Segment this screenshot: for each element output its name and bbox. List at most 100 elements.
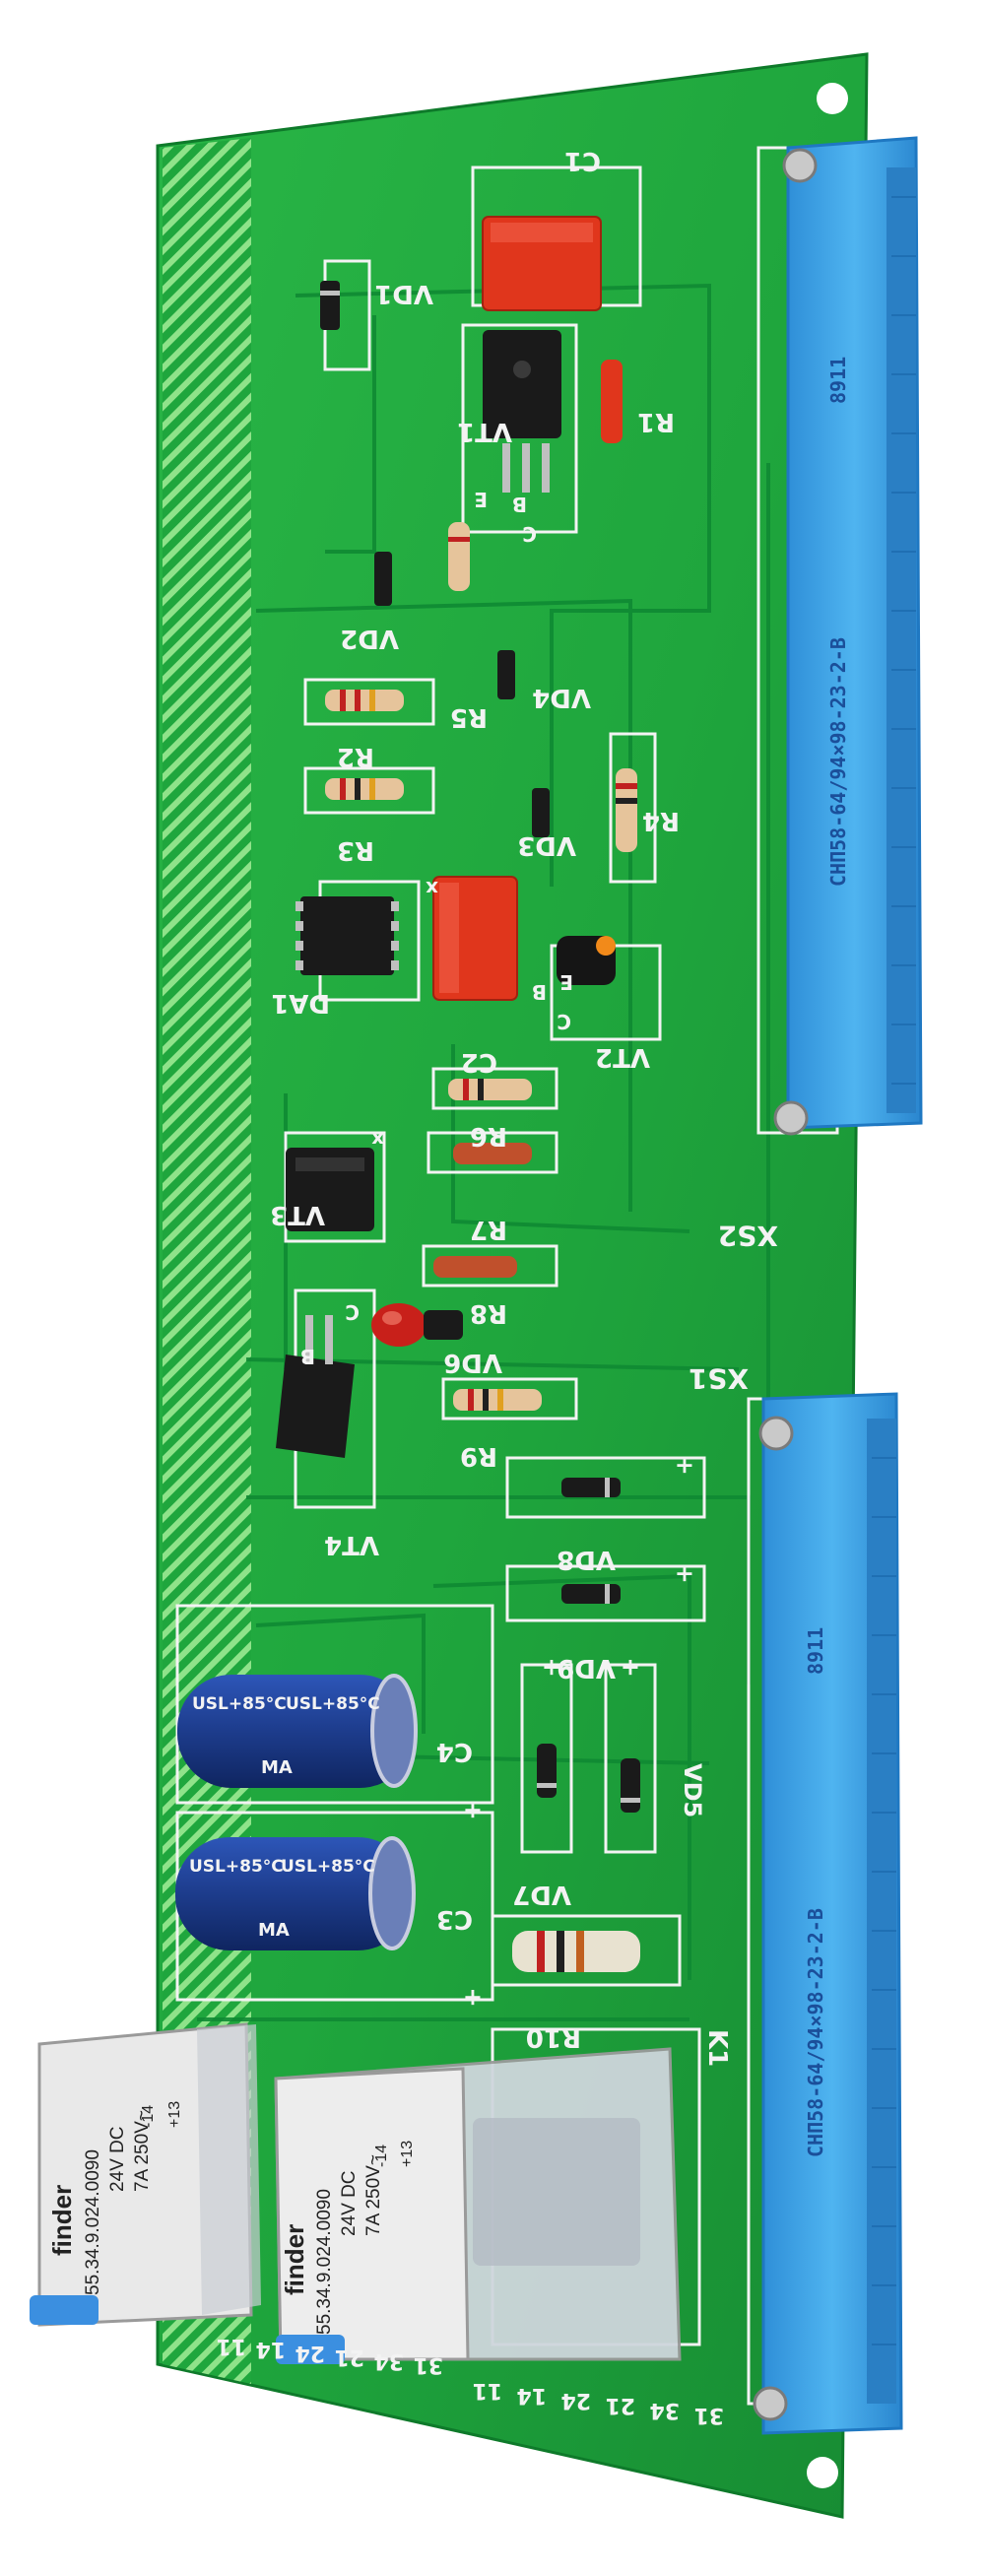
label-vt4: VT4: [324, 1530, 379, 1559]
transistor-vt1: [483, 330, 561, 493]
label-xs2: XS2: [718, 1220, 778, 1252]
pin-mark-e-vt2: E: [559, 970, 573, 994]
resistors: [325, 360, 640, 1972]
resistor-r6: [448, 1079, 532, 1100]
capacitor-c1: [482, 216, 602, 311]
xs2-date-label: 8911: [826, 357, 850, 404]
label-r3: R3: [337, 835, 374, 865]
label-vd1: VD1: [374, 279, 433, 308]
resistor-vd-r: [448, 522, 470, 591]
relay-right-brand: finder: [280, 2224, 309, 2295]
electrolytic-c4: USL+85°C USL+85°C MA: [177, 1674, 418, 1788]
pin-mark-plus-2: +: [675, 1560, 694, 1588]
label-vt1: VT1: [457, 417, 512, 446]
relay-right-rating: 7A 250V~: [363, 2154, 384, 2236]
relay-right-code-a: +13: [399, 2141, 416, 2167]
resistor-r9: [453, 1389, 542, 1411]
transistor-vt3: [286, 1148, 374, 1231]
c4-marking-2: USL+85°C: [286, 1694, 380, 1714]
pin-mark-b-vt2: B: [532, 980, 547, 1004]
c4-brand: MA: [261, 1757, 293, 1778]
diode-vd5: [621, 1758, 640, 1813]
relay-left: 7A 250V~ 24V DC 55.34.9.024.0090 finder …: [30, 2022, 261, 2327]
mount-hole-bottom: [807, 2457, 838, 2488]
relay-pin-labels-left: 11 14 24 21 34 31: [216, 2334, 443, 2377]
relay-pin-labels-right: 11 14 24 21 34 31: [472, 2378, 724, 2427]
pin-31-left: 31: [413, 2352, 443, 2377]
label-vd5: VD5: [679, 1763, 706, 1817]
label-r7: R7: [470, 1215, 507, 1244]
pin-mark-c: C: [522, 522, 537, 546]
label-c2: C2: [461, 1047, 497, 1077]
diode-vd8-a: [561, 1478, 621, 1497]
diode-vd7: [537, 1744, 557, 1798]
connector-xs2: СНП58-64/94×98-23-2-В 8911: [773, 136, 923, 1136]
relay-left-code-b: -14: [140, 2105, 157, 2128]
label-da1: DA1: [271, 988, 330, 1018]
label-vd4: VD4: [532, 683, 591, 712]
label-r1: R1: [637, 407, 675, 436]
relay-right-code-b: -14: [373, 2145, 390, 2167]
transistor-vt4: [276, 1315, 355, 1458]
label-c3: C3: [436, 1904, 473, 1934]
diodes: [320, 281, 640, 1813]
pin-24-right: 24: [560, 2388, 591, 2412]
label-vd7: VD7: [512, 1880, 571, 1909]
diode-vd3: [532, 788, 550, 837]
resistor-r4: [616, 768, 637, 852]
label-k1: K1: [702, 2029, 732, 2067]
label-xs1: XS1: [689, 1362, 749, 1395]
resistor-r10: [512, 1931, 640, 1972]
relay-right-coil: 24V DC: [339, 2170, 360, 2236]
screw-icon: [782, 148, 818, 183]
label-c1: C1: [564, 146, 601, 175]
pin-mark-b: B: [512, 493, 527, 516]
label-r10: R10: [526, 2022, 581, 2052]
xs1-model-label: СНП58-64/94×98-23-2-В: [804, 1908, 827, 2157]
led-vd6: [371, 1303, 463, 1347]
label-vd6: VD6: [443, 1348, 502, 1377]
relay-left-rating: 7A 250V~: [132, 2110, 153, 2192]
pin-mark-plus-5: +: [463, 1797, 483, 1824]
pin-mark-c-vt4: C: [345, 1300, 360, 1324]
pin-marks: B C E E B C x x C B + + + + + +: [300, 488, 694, 2012]
label-r4: R4: [642, 806, 680, 835]
label-vd2: VD2: [340, 624, 399, 653]
mount-hole-top: [817, 83, 848, 114]
resistor-r5: [325, 690, 404, 711]
pin-mark-plus-3: +: [542, 1654, 561, 1682]
pin-mark-plus-4: +: [621, 1654, 640, 1682]
resistor-r3: [325, 778, 404, 800]
ic-da1: [296, 896, 399, 975]
diode-vd2: [374, 552, 392, 606]
transistor-vt2: [557, 936, 616, 985]
label-vt3: VT3: [270, 1200, 325, 1229]
pin-mark-b-vt4: B: [300, 1345, 315, 1368]
pin-mark-plus-1: +: [675, 1452, 694, 1480]
label-r2: R2: [337, 742, 374, 771]
c4-marking: USL+85°C: [192, 1694, 287, 1714]
pin-mark-plus-6: +: [463, 1984, 483, 2012]
connector-xs1: СНП58-64/94×98-23-2-В 8911: [753, 1392, 903, 2435]
relay-left-brand: finder: [47, 2185, 77, 2256]
pin-34-right: 34: [649, 2398, 680, 2422]
resistor-r8: [433, 1256, 517, 1278]
c3-brand: MA: [258, 1920, 290, 1941]
label-vt2: VT2: [595, 1042, 650, 1072]
label-r6: R6: [470, 1121, 507, 1151]
screw-icon: [753, 2386, 788, 2421]
c3-marking: USL+85°C: [189, 1857, 284, 1877]
pin-21-left: 21: [334, 2345, 364, 2369]
capacitor-c2: [432, 876, 518, 1001]
label-r8: R8: [470, 1298, 507, 1328]
label-c4: C4: [436, 1737, 473, 1766]
relay-left-code-a: +13: [166, 2101, 183, 2128]
pin-31-right: 31: [693, 2403, 724, 2427]
pin-mark-x-vt3: x: [371, 1128, 384, 1152]
relay-right: 7A 250V~ 24V DC 55.34.9.024.0090 finder …: [274, 2047, 682, 2364]
pin-mark-e: E: [474, 488, 488, 511]
diode-vd4: [497, 650, 515, 699]
relay-right-part: 55.34.9.024.0090: [314, 2189, 335, 2335]
pin-21-right: 21: [605, 2393, 635, 2417]
